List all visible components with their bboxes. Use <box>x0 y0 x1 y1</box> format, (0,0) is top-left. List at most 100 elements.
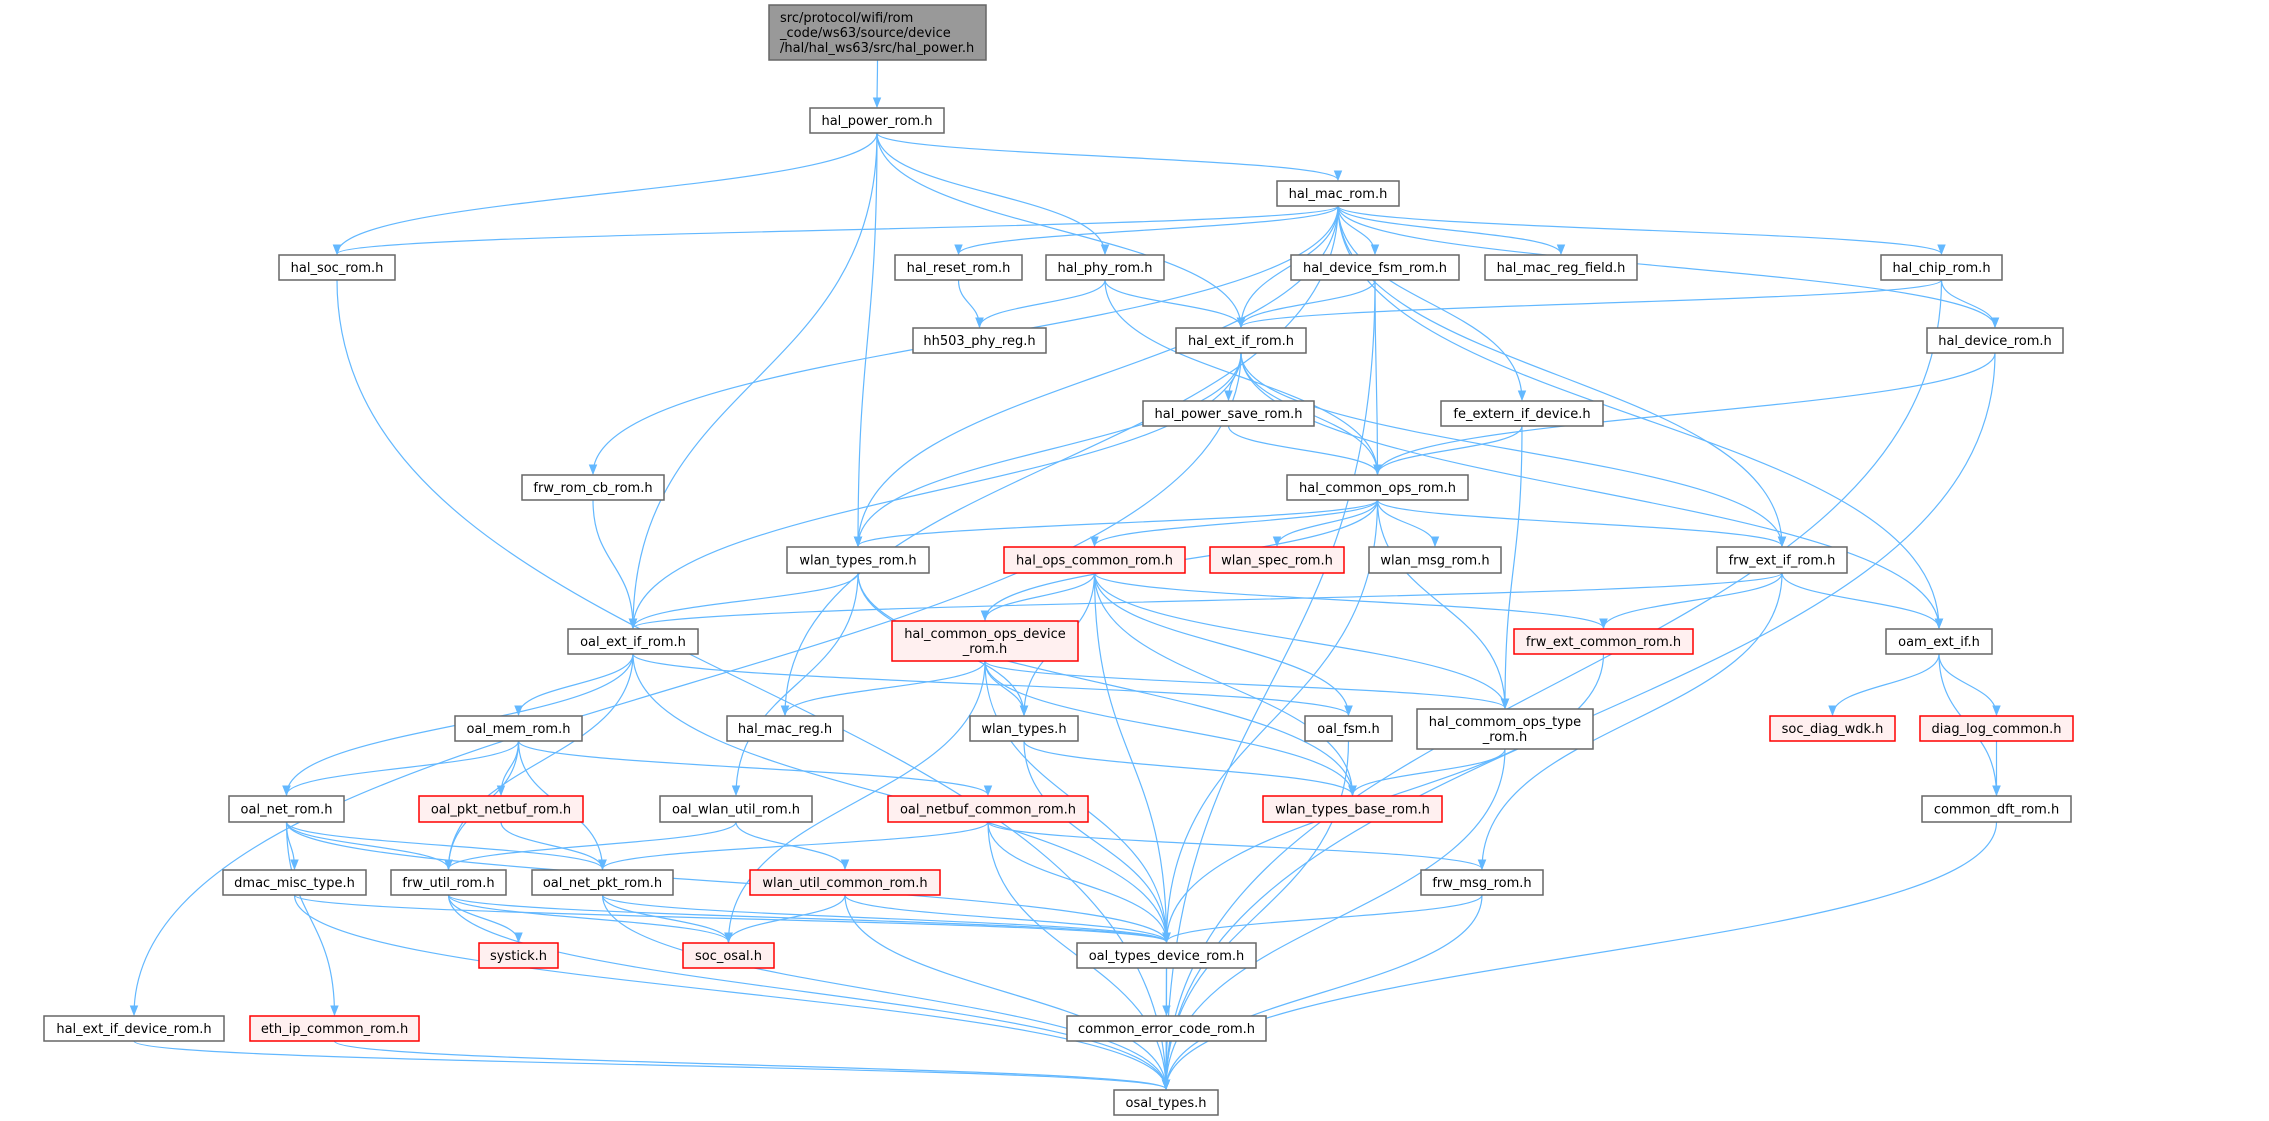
node-label: osal_types.h <box>1126 1096 1207 1111</box>
node-box <box>567 628 699 655</box>
node-label: _rom.h <box>962 642 1008 657</box>
node-box <box>969 715 1079 742</box>
edge-wlan-util-common-rom-to-soc-osal <box>724 894 846 944</box>
node-label: wlan_types_rom.h <box>799 554 916 569</box>
node-eth-ip-common-rom[interactable]: eth_ip_common_rom.h <box>249 1015 420 1042</box>
node-soc-osal[interactable]: soc_osal.h <box>682 942 775 969</box>
node-hal-commom-ops-type-rom[interactable]: hal_commom_ops_type_rom.h <box>1416 708 1594 750</box>
node-diag-log-common[interactable]: diag_log_common.h <box>1919 715 2074 742</box>
node-box <box>1769 715 1896 742</box>
node-box <box>278 254 396 281</box>
node-hal-phy-rom[interactable]: hal_phy_rom.h <box>1045 254 1165 281</box>
node-wlan-util-common-rom[interactable]: wlan_util_common_rom.h <box>749 869 941 896</box>
node-hal-power-rom[interactable]: hal_power_rom.h <box>809 107 945 134</box>
node-common-error-code-rom[interactable]: common_error_code_rom.h <box>1066 1015 1267 1042</box>
node-label: wlan_types.h <box>981 722 1066 737</box>
edge-hal-chip-rom-to-osal-types <box>1161 279 1943 1091</box>
node-osal-types[interactable]: osal_types.h <box>1113 1089 1219 1116</box>
node-hal-common-ops-rom[interactable]: hal_common_ops_rom.h <box>1286 474 1469 501</box>
node-box <box>1290 254 1460 281</box>
edge-hal-ext-if-rom-to-hal-ext-if-device-rom <box>129 352 1242 1017</box>
node-hh503-phy-reg[interactable]: hh503_phy_reg.h <box>912 327 1047 354</box>
node-oal-ext-if-rom[interactable]: oal_ext_if_rom.h <box>567 628 699 655</box>
node-oal-net-pkt-rom[interactable]: oal_net_pkt_rom.h <box>531 869 674 896</box>
node-oal-types-device-rom[interactable]: oal_types_device_rom.h <box>1076 942 1257 969</box>
edge-oal-net-pkt-rom-to-oal-types-device-rom <box>601 894 1171 944</box>
node-label: hal_power_save_rom.h <box>1155 407 1303 422</box>
node-hal-mac-reg-field[interactable]: hal_mac_reg_field.h <box>1484 254 1638 281</box>
node-label: frw_ext_if_rom.h <box>1729 554 1836 569</box>
node-wlan-msg-rom[interactable]: wlan_msg_rom.h <box>1368 546 1502 574</box>
node-box <box>1484 254 1638 281</box>
node-hal-mac-reg[interactable]: hal_mac_reg.h <box>726 715 844 742</box>
edge-oal-mem-rom-to-oal-netbuf-common-rom <box>517 740 993 797</box>
node-frw-rom-cb-rom[interactable]: frw_rom_cb_rom.h <box>521 474 665 501</box>
node-box <box>912 327 1047 354</box>
node-box <box>1368 546 1502 574</box>
node-oam-ext-if[interactable]: oam_ext_if.h <box>1885 628 1993 655</box>
node-hal-power-save-rom[interactable]: hal_power_save_rom.h <box>1142 400 1315 427</box>
node-fe-extern-if-device[interactable]: fe_extern_if_device.h <box>1440 400 1604 427</box>
node-box <box>1921 795 2072 823</box>
node-frw-util-rom[interactable]: frw_util_rom.h <box>390 869 507 896</box>
node-frw-ext-common-rom[interactable]: frw_ext_common_rom.h <box>1513 628 1694 655</box>
node-hal-mac-rom[interactable]: hal_mac_rom.h <box>1276 180 1400 207</box>
node-label: hal_phy_rom.h <box>1057 261 1152 276</box>
node-label: hal_ops_common_rom.h <box>1016 554 1173 569</box>
node-label: oal_types_device_rom.h <box>1089 949 1245 964</box>
node-box <box>809 107 945 134</box>
edge-oal-netbuf-common-rom-to-oal-net-pkt-rom <box>598 821 989 871</box>
edge-frw-util-rom-to-systick <box>447 894 523 944</box>
node-hal-device-rom[interactable]: hal_device_rom.h <box>1926 327 2064 354</box>
node-hal-soc-rom[interactable]: hal_soc_rom.h <box>278 254 396 281</box>
node-box <box>418 795 584 823</box>
edge-hal-ops-common-rom-to-hal-common-ops-device-rom <box>980 572 1096 622</box>
node-hal-reset-rom[interactable]: hal_reset_rom.h <box>894 254 1023 281</box>
node-box <box>1003 546 1186 574</box>
node-label: frw_ext_common_rom.h <box>1526 635 1681 650</box>
edge-hal-ext-if-rom-to-wlan-types-rom <box>853 352 1242 548</box>
edge-hal-phy-rom-to-hal-ext-if-rom <box>1104 279 1246 329</box>
edge-hal-chip-rom-to-hal-ext-if-rom <box>1236 279 1943 329</box>
node-wlan-types[interactable]: wlan_types.h <box>969 715 1079 742</box>
node-wlan-types-rom[interactable]: wlan_types_rom.h <box>786 546 930 574</box>
edge-fe-extern-if-device-to-hal-commom-ops-type-rom <box>1500 425 1523 710</box>
edge-frw-ext-if-rom-to-frw-msg-rom <box>1477 572 1783 871</box>
node-dmac-misc-type[interactable]: dmac_misc_type.h <box>222 869 367 896</box>
node-wlan-types-base-rom[interactable]: wlan_types_base_rom.h <box>1262 795 1443 823</box>
node-hal-common-ops-device-rom[interactable]: hal_common_ops_device_rom.h <box>891 620 1079 662</box>
node-oal-wlan-util-rom[interactable]: oal_wlan_util_rom.h <box>659 795 813 823</box>
edge-frw-ext-if-rom-to-oam-ext-if <box>1781 572 1944 630</box>
node-common-dft-rom[interactable]: common_dft_rom.h <box>1921 795 2072 823</box>
node-hal-ext-if-rom[interactable]: hal_ext_if_rom.h <box>1175 327 1307 354</box>
edge-hal-common-ops-device-rom-to-hal-mac-reg <box>780 660 986 717</box>
edge-hal-ops-common-rom-to-hal-commom-ops-type-rom <box>1093 572 1510 710</box>
node-hal-ops-common-rom[interactable]: hal_ops_common_rom.h <box>1003 546 1186 574</box>
node-oal-mem-rom[interactable]: oal_mem_rom.h <box>454 715 583 742</box>
edge-hal-ext-if-rom-to-hal-power-save-rom <box>1224 352 1242 402</box>
node-soc-diag-wdk[interactable]: soc_diag_wdk.h <box>1769 715 1896 742</box>
node-hal-device-fsm-rom[interactable]: hal_device_fsm_rom.h <box>1290 254 1460 281</box>
node-label: _rom.h <box>1482 730 1528 745</box>
node-systick[interactable]: systick.h <box>478 942 559 969</box>
node-root[interactable]: src/protocol/wifi/rom_code/ws63/source/d… <box>768 4 987 61</box>
node-label: wlan_msg_rom.h <box>1380 554 1489 569</box>
node-box <box>768 4 987 61</box>
node-oal-net-rom[interactable]: oal_net_rom.h <box>228 795 345 823</box>
edge-fe-extern-if-device-to-hal-common-ops-rom <box>1373 425 1523 476</box>
node-label: oal_netbuf_common_rom.h <box>900 803 1076 818</box>
node-oal-netbuf-common-rom[interactable]: oal_netbuf_common_rom.h <box>887 795 1089 823</box>
node-hal-ext-if-device-rom[interactable]: hal_ext_if_device_rom.h <box>43 1015 225 1042</box>
node-box <box>1262 795 1443 823</box>
edge-hal-common-ops-rom-to-hal-commom-ops-type-rom <box>1376 499 1510 710</box>
node-frw-ext-if-rom[interactable]: frw_ext_if_rom.h <box>1716 546 1848 574</box>
node-oal-pkt-netbuf-rom[interactable]: oal_pkt_netbuf_rom.h <box>418 795 584 823</box>
node-wlan-spec-rom[interactable]: wlan_spec_rom.h <box>1209 546 1345 574</box>
node-label: hh503_phy_reg.h <box>923 334 1035 349</box>
node-hal-chip-rom[interactable]: hal_chip_rom.h <box>1880 254 2003 281</box>
node-oal-fsm[interactable]: oal_fsm.h <box>1304 715 1393 742</box>
node-label: oal_ext_if_rom.h <box>580 635 686 650</box>
node-frw-msg-rom[interactable]: frw_msg_rom.h <box>1420 869 1544 896</box>
node-label: oal_wlan_util_rom.h <box>672 803 800 818</box>
node-box <box>1716 546 1848 574</box>
